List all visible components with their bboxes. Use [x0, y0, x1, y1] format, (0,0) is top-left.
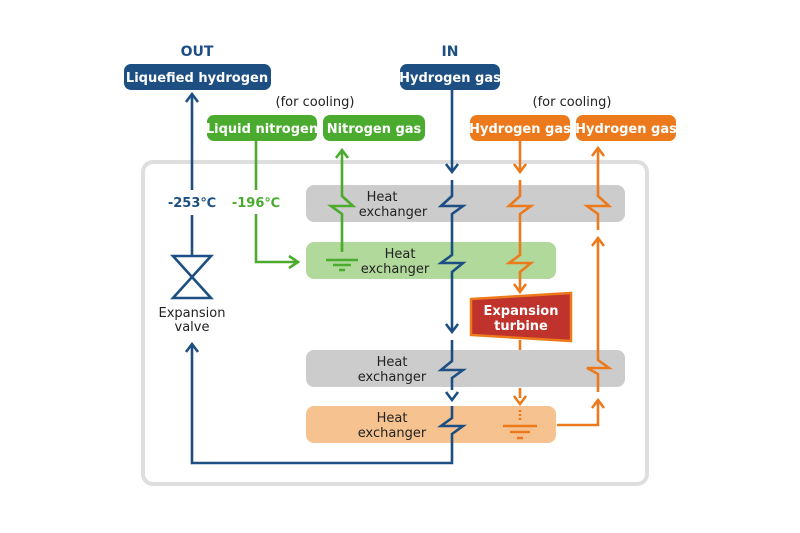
nitrogen-cooling-note: (for cooling): [276, 95, 355, 110]
hydrogen-coolant-return-label: Hydrogen gas: [575, 122, 677, 137]
liquefied-hydrogen-label: Liquefied hydrogen: [126, 71, 268, 86]
heat-exchanger-1-label-line2: exchanger: [359, 205, 428, 220]
liquid-nitrogen-label: Liquid nitrogen: [206, 122, 318, 137]
liquid-nitrogen-supply: Liquid nitrogen: [206, 115, 318, 141]
heat-exchanger-2-box: [306, 242, 556, 279]
hydrogen-cooling-line: [503, 141, 613, 440]
hydrogen-coolant-supply-label: Hydrogen gas: [469, 122, 571, 137]
expansion-turbine-label-line2: turbine: [494, 319, 548, 334]
product-temperature: -253℃: [168, 196, 216, 211]
heat-exchanger-2-label-line1: Heat: [385, 247, 416, 262]
expansion-valve-label-line2: valve: [175, 320, 210, 335]
nitrogen-gas-label: Nitrogen gas: [327, 122, 422, 137]
hydrogen-coolant-return: Hydrogen gas: [575, 115, 677, 141]
expansion-valve-icon: [170, 254, 214, 300]
heat-exchanger-4-label-line2: exchanger: [358, 426, 427, 441]
expansion-turbine-label-line1: Expansion: [484, 304, 559, 319]
nitrogen-cooling-line: [254, 141, 358, 272]
hydrogen-gas-input: Hydrogen gas: [399, 64, 501, 90]
heat-exchanger-1-label-line1: Heat: [367, 190, 398, 205]
main-hydrogen-line: [184, 90, 467, 465]
heat-exchanger-2-label-line2: exchanger: [361, 262, 430, 277]
heat-exchanger-4-box: [306, 406, 556, 443]
heat-exchanger-3-box: [306, 350, 625, 387]
expansion-valve-label-line1: Expansion: [159, 306, 226, 321]
hydrogen-cooling-note: (for cooling): [533, 95, 612, 110]
out-header: OUT: [181, 44, 214, 60]
heat-exchanger-3-label-line2: exchanger: [358, 370, 427, 385]
expansion-turbine: Expansion turbine: [469, 291, 573, 343]
nitrogen-gas-return: Nitrogen gas: [323, 115, 425, 141]
nitrogen-temperature: -196℃: [232, 196, 280, 211]
heat-exchanger-3-label-line1: Heat: [377, 355, 408, 370]
heat-exchanger-1-box: [306, 185, 625, 222]
in-header: IN: [442, 44, 459, 60]
hydrogen-gas-input-label: Hydrogen gas: [399, 71, 501, 86]
heat-exchanger-4-label-line1: Heat: [377, 411, 408, 426]
liquefied-hydrogen-output: Liquefied hydrogen: [124, 64, 271, 90]
hydrogen-coolant-supply: Hydrogen gas: [469, 115, 571, 141]
